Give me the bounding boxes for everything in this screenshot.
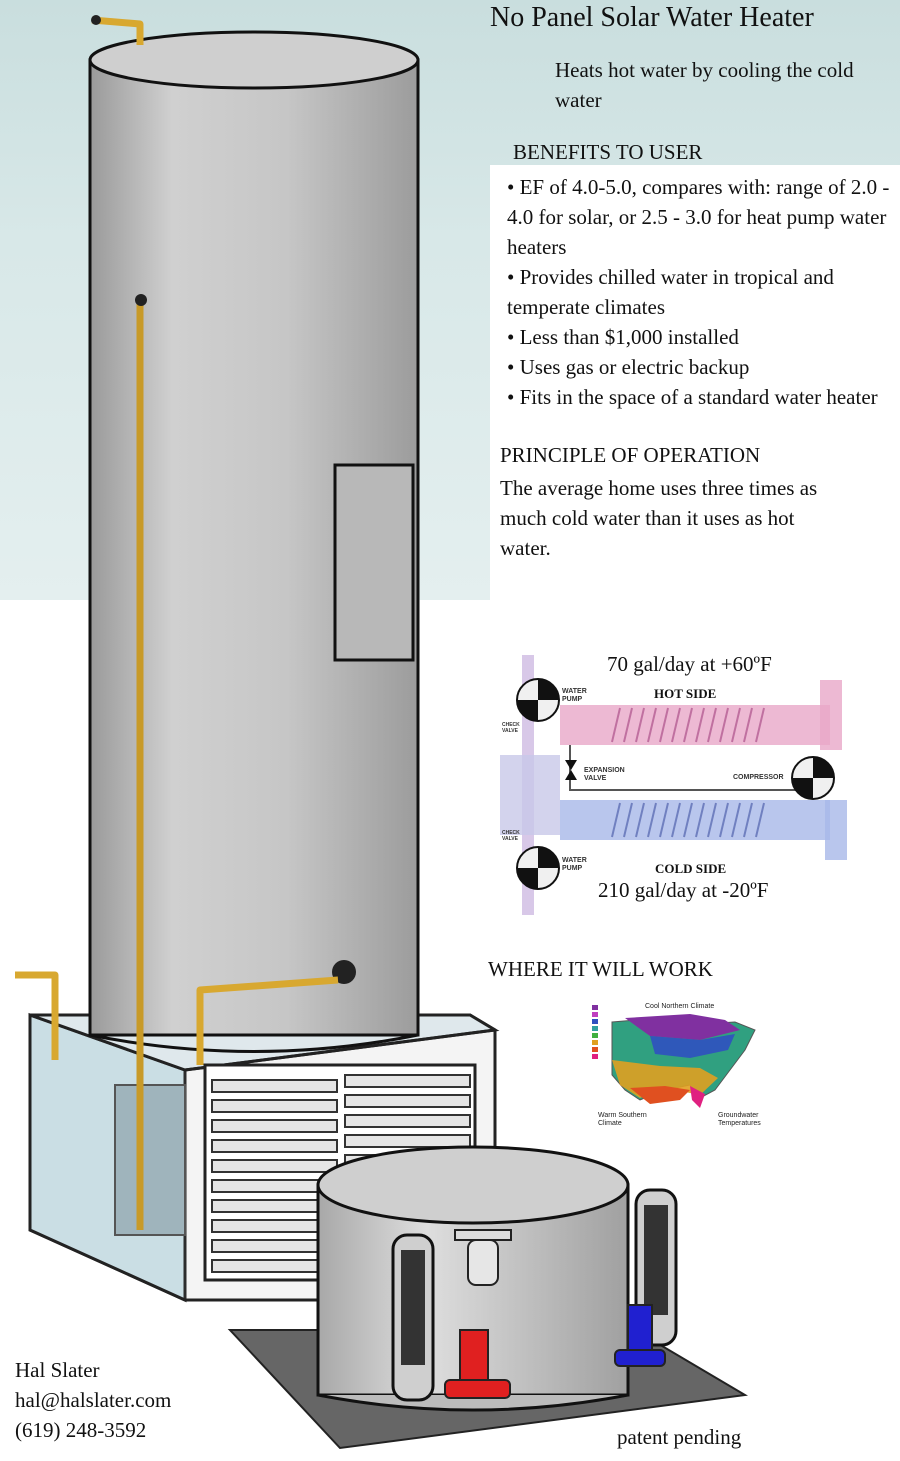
benefit-item: • Fits in the space of a standard water … — [507, 385, 878, 409]
benefits-list: • EF of 4.0-5.0, compares with: range of… — [507, 172, 897, 412]
page-subtitle: Heats hot water by cooling the cold wate… — [555, 58, 854, 112]
benefit-item: • Less than $1,000 installed — [507, 325, 739, 349]
check-valve-label: CHECK VALVE — [502, 722, 520, 734]
benefit-item: • Provides chilled water in tropical and… — [507, 265, 834, 319]
where-heading: WHERE IT WILL WORK — [488, 957, 713, 981]
benefit-item: • Uses gas or electric backup — [507, 355, 750, 379]
contact-info: Hal Slater hal@halslater.com (619) 248-3… — [15, 1355, 171, 1445]
page-title: No Panel Solar Water Heater — [490, 2, 814, 33]
contact-email[interactable]: hal@halslater.com — [15, 1388, 172, 1412]
hot-side-rate: 70 gal/day at +60ºF — [607, 652, 772, 676]
hot-side-label: HOT SIDE — [654, 686, 717, 701]
cold-side-label: COLD SIDE — [655, 861, 727, 876]
main-tank — [88, 30, 420, 1053]
contact-phone: (619) 248-3592 — [15, 1418, 147, 1442]
water-pump-label: WATER PUMP — [562, 688, 587, 703]
text-panel-background — [490, 165, 900, 605]
copper-pipes — [15, 16, 339, 1230]
principle-text: The average home uses three times as muc… — [500, 476, 818, 560]
cold-side-rate: 210 gal/day at -20ºF — [598, 878, 769, 902]
expansion-valve-label: EXPANSION VALVE — [584, 767, 625, 782]
water-pump-label: WATER PUMP — [562, 857, 587, 872]
check-valve-label: CHECK VALVE — [502, 830, 520, 842]
map-label-south: Warm Southern Climate — [598, 1112, 647, 1127]
contact-name: Hal Slater — [15, 1358, 100, 1382]
patent-note: patent pending — [617, 1425, 742, 1449]
map-label-groundwater: Groundwater Temperatures — [718, 1112, 761, 1127]
benefit-item: • EF of 4.0-5.0, compares with: range of… — [507, 175, 890, 259]
compressor-label: COMPRESSOR — [733, 774, 784, 781]
benefits-heading: BENEFITS TO USER — [513, 140, 703, 164]
small-tank-module — [227, 1145, 749, 1450]
principle-heading: PRINCIPLE OF OPERATION — [500, 443, 761, 467]
map-label-north: Cool Northern Climate — [645, 1003, 715, 1010]
